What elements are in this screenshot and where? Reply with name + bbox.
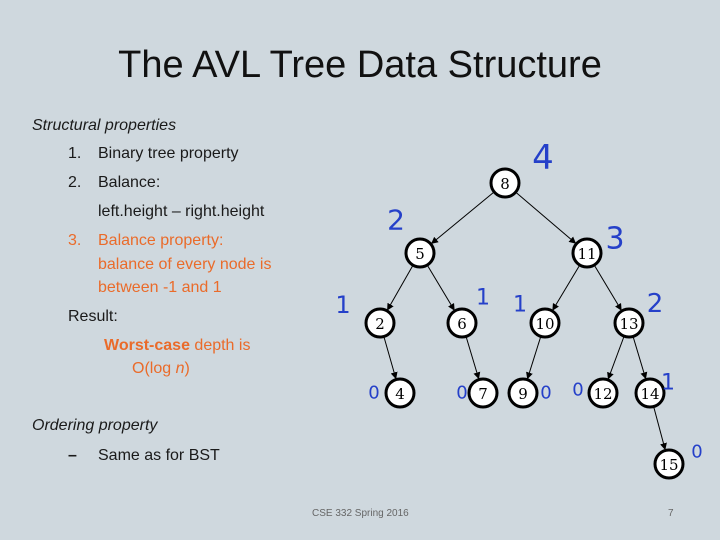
tree-node-4: 4 xyxy=(384,377,416,409)
height-annotation-8: 4 xyxy=(532,138,554,178)
height-annotation-2: 1 xyxy=(335,291,350,319)
olog-prefix: O(log xyxy=(132,360,176,377)
node-label-4: 4 xyxy=(395,385,405,403)
node-circle-6 xyxy=(446,307,478,339)
edge-13-to-14 xyxy=(632,336,648,380)
node-label-6: 6 xyxy=(457,315,467,333)
node-label-9: 9 xyxy=(518,385,528,403)
edge-6-to-7 xyxy=(465,336,481,380)
item-2-text: Balance: xyxy=(98,174,161,191)
edge-10-to-9 xyxy=(526,336,542,380)
node-label-15: 15 xyxy=(659,456,678,474)
height-annotation-4: 0 xyxy=(368,383,379,404)
node-circle-14 xyxy=(634,377,666,409)
tree-node-13: 13 xyxy=(613,307,645,339)
node-circle-13 xyxy=(613,307,645,339)
height-annotation-6: 1 xyxy=(476,286,490,311)
edge-5-to-2 xyxy=(387,264,414,311)
item-1-number: 1. xyxy=(68,145,82,162)
node-label-2: 2 xyxy=(375,315,385,333)
height-annotation-7: 0 xyxy=(456,383,467,404)
tree-node-12: 12 xyxy=(587,377,619,409)
result-line1: Worst-case depth is xyxy=(104,336,250,356)
node-circle-10 xyxy=(529,307,561,339)
node-label-14: 14 xyxy=(640,385,659,403)
node-circle-2 xyxy=(364,307,396,339)
tree-edges xyxy=(383,191,667,451)
edge-8-to-5 xyxy=(431,191,495,244)
item-3-line2: balance of every node is xyxy=(98,256,272,273)
edge-11-to-10 xyxy=(552,264,581,311)
node-circle-9 xyxy=(507,377,539,409)
height-annotation-11: 3 xyxy=(605,222,624,257)
node-label-5: 5 xyxy=(415,245,425,263)
item-3-number: 3. xyxy=(68,232,82,249)
tree-node-7: 7 xyxy=(467,377,499,409)
height-annotation-15: 0 xyxy=(691,442,702,463)
slide-title: The AVL Tree Data Structure xyxy=(118,44,602,86)
result-label: Result: xyxy=(68,308,118,325)
node-label-13: 13 xyxy=(619,315,638,333)
olog-n: n xyxy=(175,360,185,377)
ordering-bullet: – xyxy=(68,447,77,464)
node-circle-12 xyxy=(587,377,619,409)
height-annotation-12: 0 xyxy=(572,380,583,401)
depth-is-text: depth is xyxy=(189,337,251,354)
node-label-10: 10 xyxy=(535,315,554,333)
height-annotation-13: 2 xyxy=(647,289,664,319)
tree-node-14: 14 xyxy=(634,377,666,409)
edge-11-to-13 xyxy=(593,264,622,311)
node-circle-7 xyxy=(467,377,499,409)
edge-8-to-11 xyxy=(515,191,577,244)
tree-node-15: 15 xyxy=(653,448,685,480)
tree-node-5: 5 xyxy=(404,237,436,269)
height-annotation-5: 2 xyxy=(387,204,405,237)
edge-5-to-6 xyxy=(426,264,455,311)
edge-14-to-15 xyxy=(653,406,667,451)
height-annotation-9: 0 xyxy=(540,383,551,404)
height-annotation-10: 1 xyxy=(513,293,527,318)
tree-node-9: 9 xyxy=(507,377,539,409)
node-circle-11 xyxy=(571,237,603,269)
item-3-line3: between -1 and 1 xyxy=(98,279,222,296)
tree-node-6: 6 xyxy=(446,307,478,339)
result-line2: O(log n) xyxy=(132,359,190,379)
edge-13-to-12 xyxy=(607,335,625,380)
footer-page-number: 7 xyxy=(668,508,674,519)
footer-course: CSE 332 Spring 2016 xyxy=(312,508,409,519)
tree-node-10: 10 xyxy=(529,307,561,339)
tree-node-11: 11 xyxy=(571,237,603,269)
height-annotation-14: 1 xyxy=(661,371,675,396)
node-label-7: 7 xyxy=(478,385,488,403)
item-2-number: 2. xyxy=(68,174,82,191)
node-circle-15 xyxy=(653,448,685,480)
worst-case-text: Worst-case xyxy=(104,337,190,354)
ordering-text: Same as for BST xyxy=(98,447,220,464)
node-circle-5 xyxy=(404,237,436,269)
node-label-12: 12 xyxy=(593,385,612,403)
node-circle-4 xyxy=(384,377,416,409)
edge-2-to-4 xyxy=(383,336,398,380)
balance-formula: left.height – right.height xyxy=(98,203,265,220)
node-circle-8 xyxy=(489,167,521,199)
item-1-text: Binary tree property xyxy=(98,145,239,162)
tree-node-2: 2 xyxy=(364,307,396,339)
item-3-line1: Balance property: xyxy=(98,232,224,249)
tree-node-8: 8 xyxy=(489,167,521,199)
structural-heading: Structural properties xyxy=(32,117,177,134)
olog-suffix: ) xyxy=(184,360,190,377)
node-label-8: 8 xyxy=(500,175,510,193)
node-label-11: 11 xyxy=(577,245,596,263)
ordering-heading: Ordering property xyxy=(32,417,158,434)
